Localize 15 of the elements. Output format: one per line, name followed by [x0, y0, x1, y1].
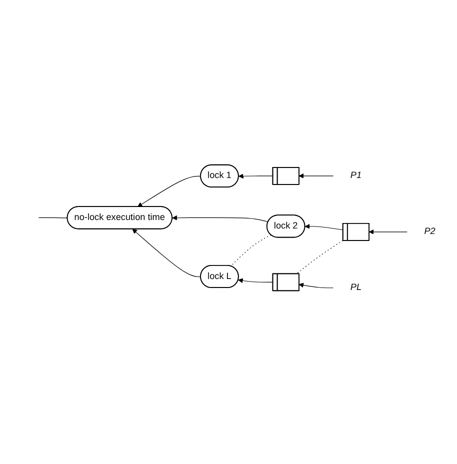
arrow [172, 215, 268, 222]
arrow [132, 228, 202, 278]
arrow [304, 224, 344, 230]
arrow [137, 176, 202, 208]
arrow [238, 174, 274, 179]
arrow [298, 174, 334, 179]
node-text: P1 [350, 170, 362, 181]
node-text: P2 [424, 226, 436, 237]
node-text: PL [350, 282, 362, 293]
connector [296, 240, 344, 274]
arrow [238, 278, 274, 284]
connector [38, 217, 68, 218]
connector [230, 234, 272, 267]
arrow [368, 229, 408, 234]
arrow [298, 282, 334, 288]
